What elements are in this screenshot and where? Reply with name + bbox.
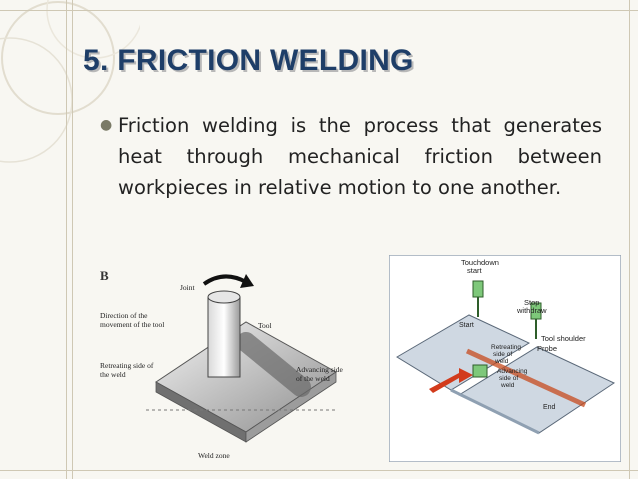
label-direction: Direction of the movement of the tool	[100, 311, 164, 329]
frame-line-left	[72, 0, 73, 479]
label-start: Start	[459, 322, 474, 329]
weld-seam	[465, 348, 587, 408]
label-weld-zone: Weld zone	[198, 451, 230, 460]
label-stop: Stop withdraw	[516, 298, 547, 315]
tool-touchdown	[472, 280, 484, 298]
friction-stir-diagram-left: B Joint Tool Direction of the movement o…	[100, 268, 345, 460]
slide-title: 5. FRICTION WELDING	[83, 44, 414, 77]
label-retreating-right: Retreating side of weld	[491, 344, 523, 365]
friction-stir-diagram-right: Touchdown start Stop withdraw Start Tool…	[389, 255, 621, 462]
label-end: End	[543, 404, 556, 411]
label-advancing-right: Advancing side of weld	[497, 368, 529, 389]
bullet-text: Friction welding is the process that gen…	[118, 114, 602, 199]
frame-line-bottom	[0, 470, 638, 471]
label-retreating: Retreating side of the weld	[100, 361, 155, 379]
rotation-arrow-icon	[202, 274, 247, 286]
label-tool-shoulder: Tool shoulder	[541, 334, 586, 343]
frame-line-left-inner	[66, 0, 67, 479]
label-advancing: Advancing side of the weld	[296, 365, 345, 383]
plate-left	[396, 314, 531, 391]
tool-mid	[472, 364, 488, 378]
frame-line-right	[629, 0, 630, 479]
rotation-arrowhead-icon	[240, 274, 254, 288]
tool-top	[207, 290, 241, 304]
label-tool: Tool	[258, 321, 272, 330]
label-joint: Joint	[180, 283, 196, 292]
bullet-icon: ●	[100, 117, 113, 133]
label-probe: Probe	[537, 344, 557, 353]
tool-cylinder	[207, 296, 241, 378]
direction-arrow-icon	[429, 368, 473, 393]
frame-line-top	[0, 10, 638, 11]
weld-bead	[236, 332, 311, 397]
panel-label: B	[100, 268, 109, 283]
label-touchdown: Touchdown start	[461, 258, 501, 275]
